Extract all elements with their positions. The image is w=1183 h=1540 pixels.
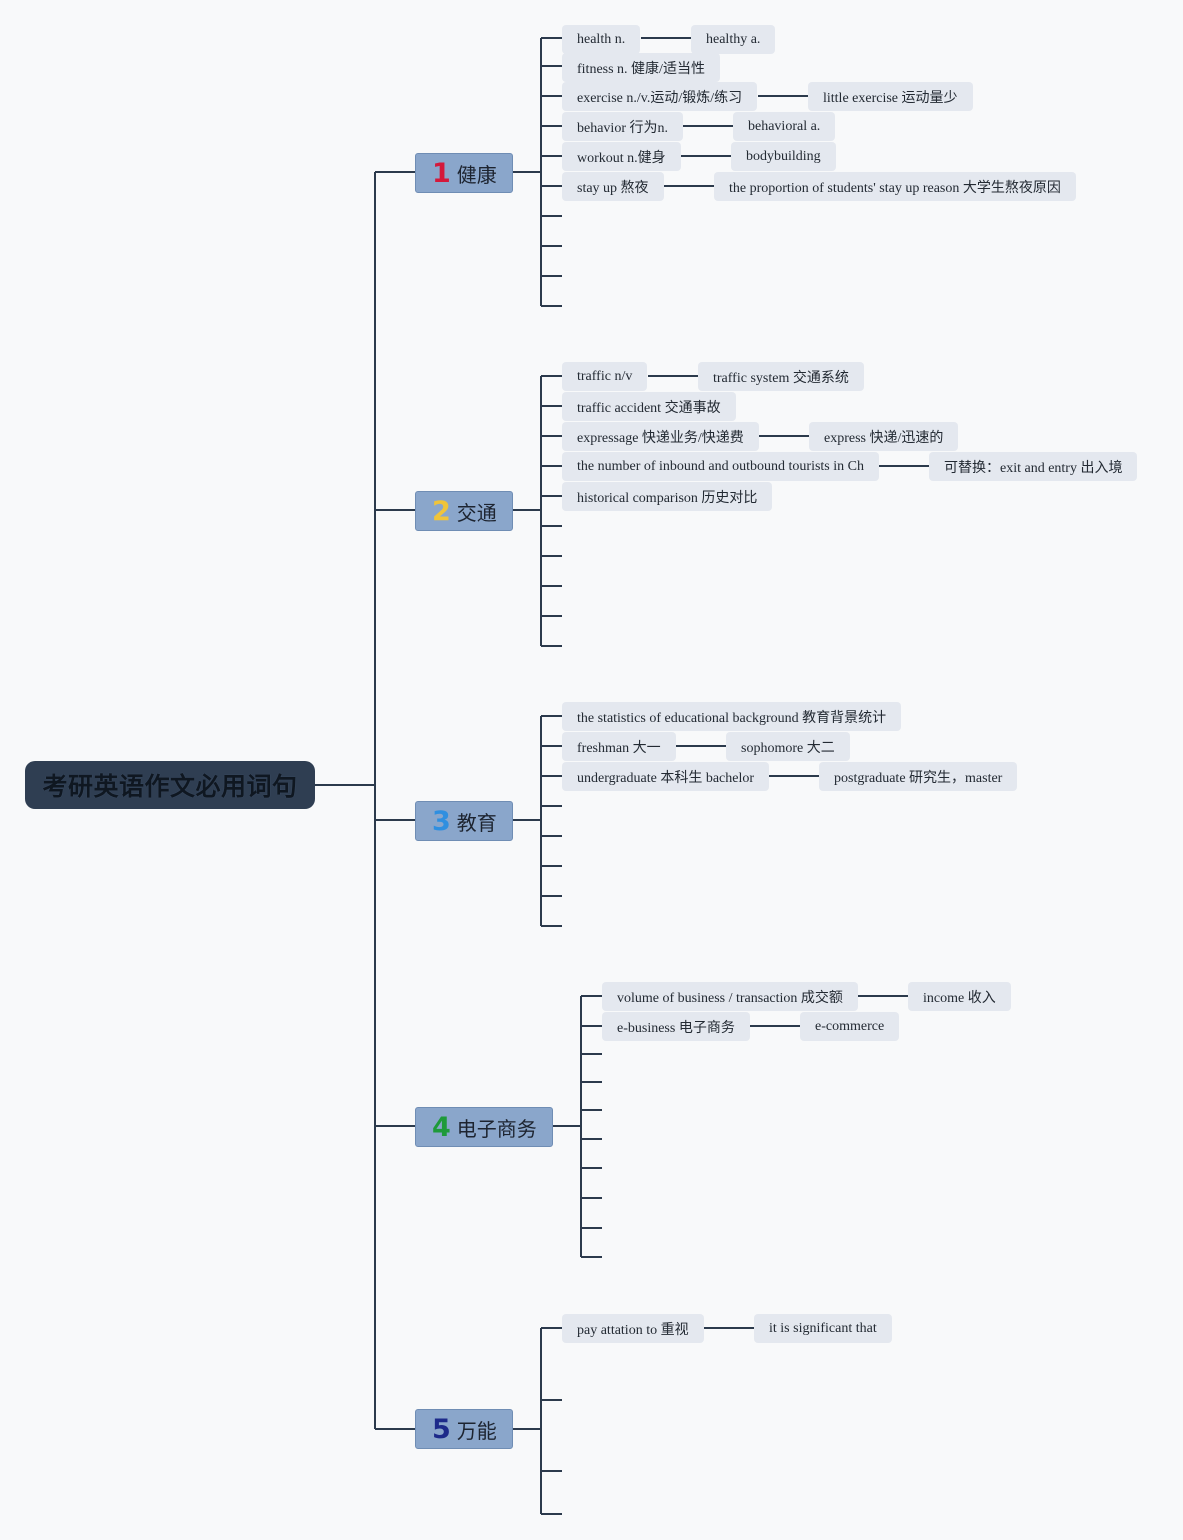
root-topic[interactable]: 考研英语作文必用词句 — [25, 761, 315, 809]
subtopic[interactable]: traffic accident 交通事故 — [562, 392, 736, 421]
subtopic[interactable]: pay attation to 重视 — [562, 1314, 704, 1343]
detail-topic[interactable]: little exercise 运动量少 — [808, 82, 973, 111]
subtopic[interactable]: health n. — [562, 25, 641, 54]
branch-number: 5 — [432, 1413, 451, 1445]
root-topic-title: 考研英语作文必用词句 — [42, 772, 298, 801]
branch-topic-4[interactable]: 4 电子商务 — [415, 1107, 553, 1147]
detail-topic[interactable]: 可替换：exit and entry 出入境 — [929, 452, 1138, 481]
subtopic[interactable]: historical comparison 历史对比 — [562, 482, 773, 511]
branch-label: 电子商务 — [456, 1116, 537, 1141]
detail-topic[interactable]: income 收入 — [908, 982, 1011, 1011]
branch-label: 交通 — [456, 500, 497, 525]
detail-topic[interactable]: express 快递/迅速的 — [809, 422, 959, 451]
detail-topic[interactable]: traffic system 交通系统 — [698, 362, 864, 391]
detail-topic[interactable]: sophomore 大二 — [726, 732, 850, 761]
detail-topic[interactable]: behavioral a. — [733, 112, 836, 141]
branch-topic-3[interactable]: 3 教育 — [415, 801, 513, 841]
branch-number: 3 — [432, 805, 451, 837]
branch-topic-5[interactable]: 5 万能 — [415, 1409, 513, 1449]
detail-topic[interactable]: the proportion of students' stay up reas… — [714, 172, 1076, 201]
branch-topic-2[interactable]: 2 交通 — [415, 491, 513, 531]
detail-topic[interactable]: postgraduate 研究生，master — [819, 762, 1018, 791]
subtopic[interactable]: fitness n. 健康/适当性 — [562, 53, 720, 82]
subtopic[interactable]: the statistics of educational background… — [562, 702, 902, 731]
subtopic[interactable]: volume of business / transaction 成交额 — [602, 982, 858, 1011]
detail-topic[interactable]: bodybuilding — [731, 142, 836, 171]
branch-label: 万能 — [456, 1418, 497, 1443]
branch-number: 4 — [432, 1111, 451, 1143]
subtopic[interactable]: freshman 大一 — [562, 732, 676, 761]
subtopic[interactable]: workout n.健身 — [562, 142, 681, 171]
subtopic[interactable]: e-business 电子商务 — [602, 1012, 750, 1041]
branch-number: 1 — [432, 157, 451, 189]
detail-topic[interactable]: it is significant that — [754, 1314, 892, 1343]
detail-topic[interactable]: healthy a. — [691, 25, 776, 54]
subtopic[interactable]: exercise n./v.运动/锻炼/练习 — [562, 82, 758, 111]
subtopic[interactable]: stay up 熬夜 — [562, 172, 664, 201]
subtopic[interactable]: the number of inbound and outbound touri… — [562, 452, 879, 481]
subtopic[interactable]: traffic n/v — [562, 362, 648, 391]
branch-label: 教育 — [456, 810, 497, 835]
detail-topic[interactable]: e-commerce — [800, 1012, 900, 1041]
branch-number: 2 — [432, 495, 451, 527]
branch-topic-1[interactable]: 1 健康 — [415, 153, 513, 193]
subtopic[interactable]: undergraduate 本科生 bachelor — [562, 762, 770, 791]
subtopic[interactable]: expressage 快递业务/快递费 — [562, 422, 759, 451]
branch-label: 健康 — [456, 162, 497, 187]
subtopic[interactable]: behavior 行为n. — [562, 112, 683, 141]
